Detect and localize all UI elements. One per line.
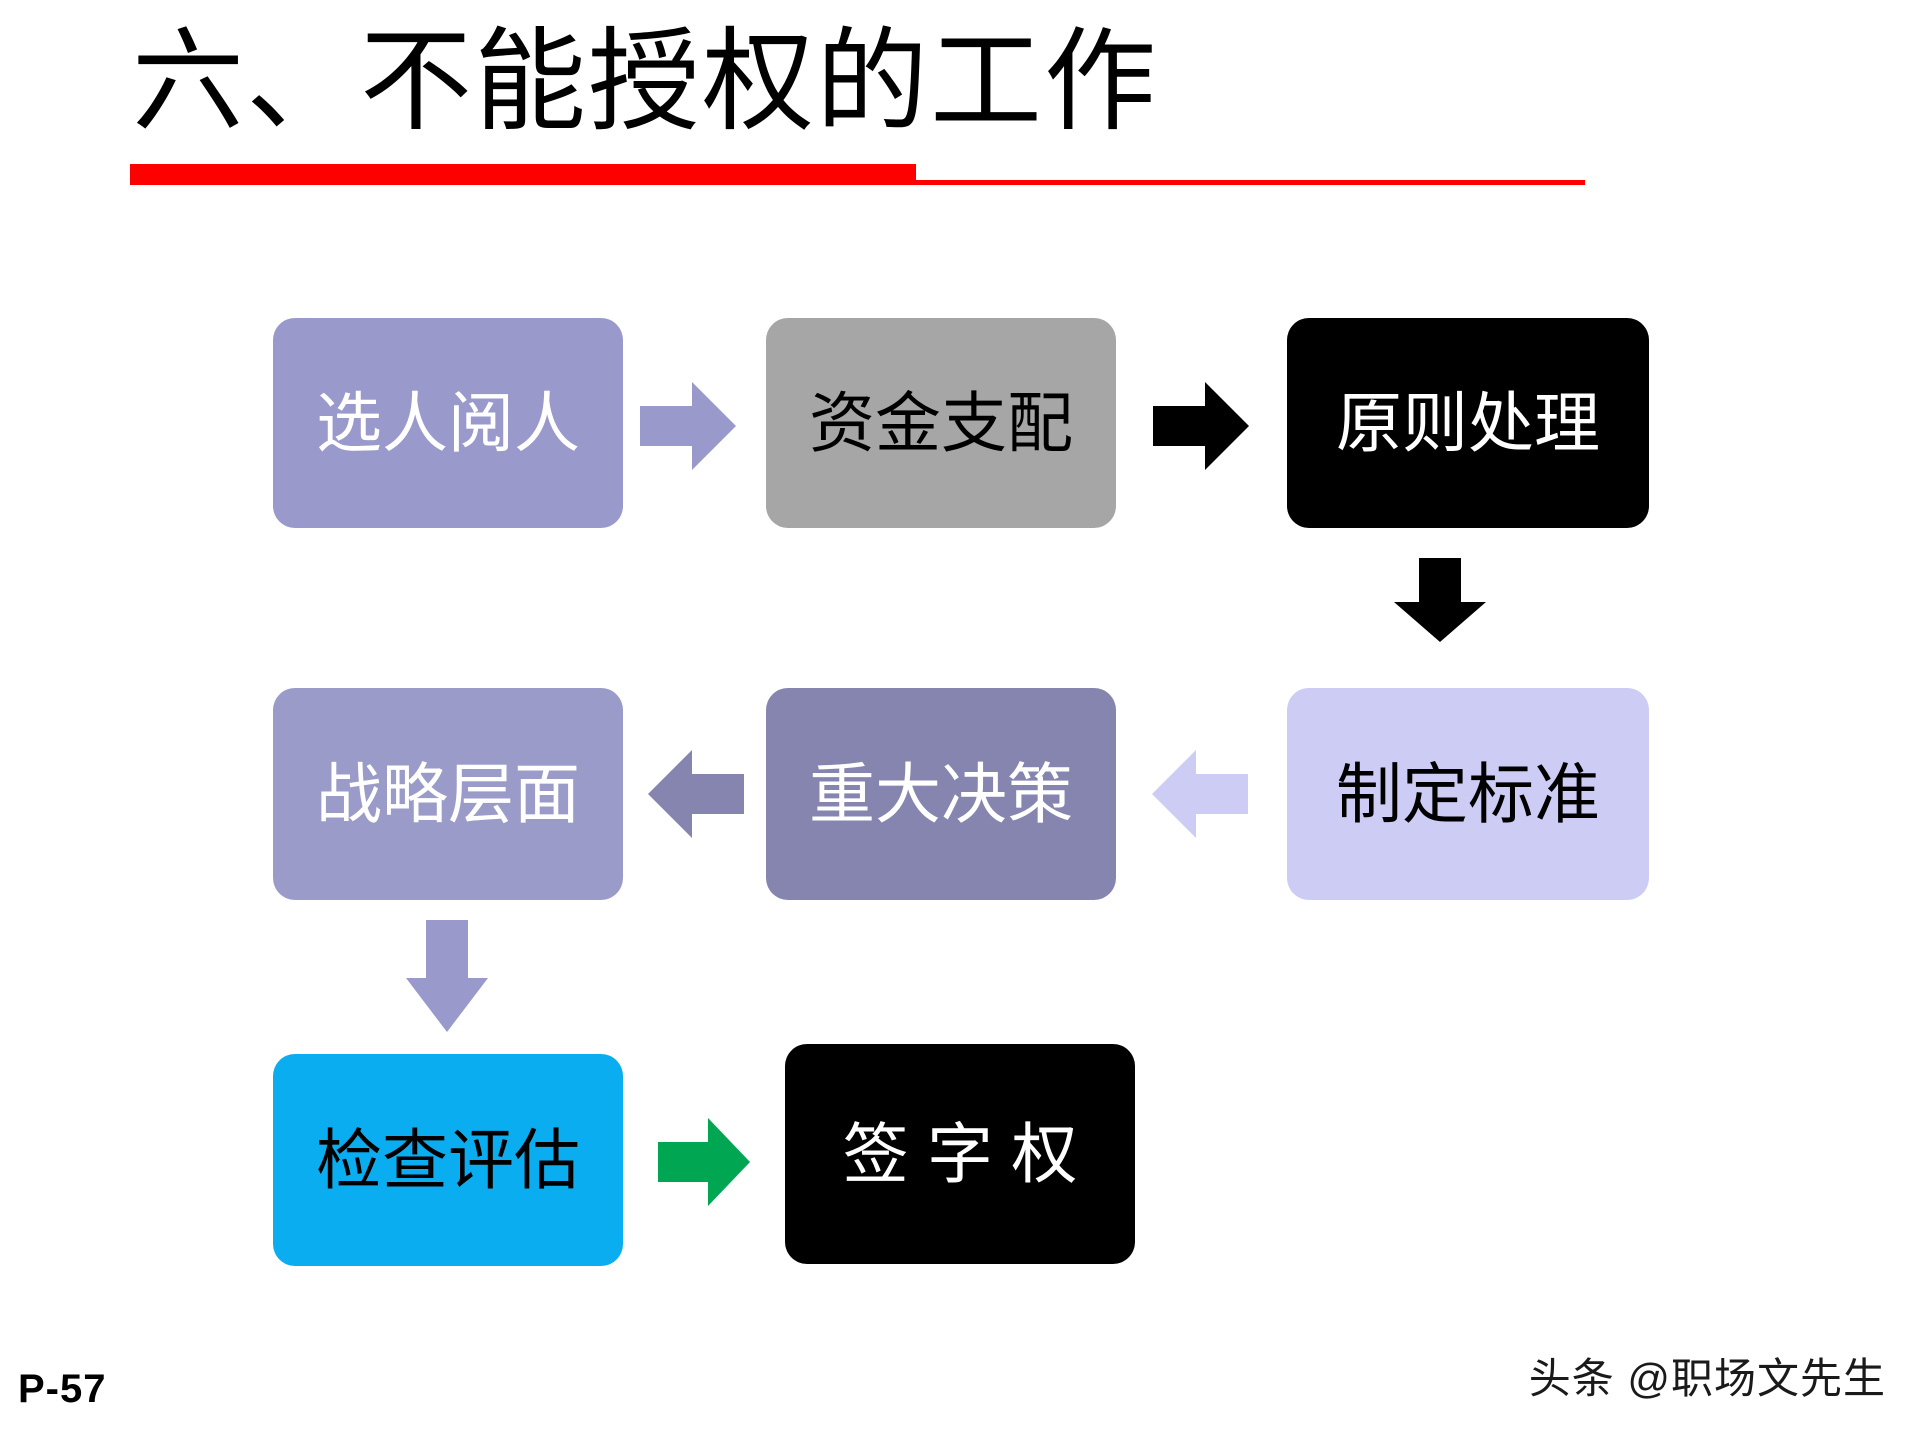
arrow-left-lavender-icon xyxy=(1152,750,1248,838)
arrow-right-black-icon xyxy=(1153,382,1249,470)
arrow-down-black-icon xyxy=(1394,558,1486,642)
flow-node-label: 制定标准 xyxy=(1336,757,1600,831)
flow-node-signature-authority[interactable]: 签 字 权 xyxy=(785,1044,1135,1264)
flow-node-principle[interactable]: 原则处理 xyxy=(1287,318,1649,528)
page-title: 六、不能授权的工作 xyxy=(132,19,1158,144)
flow-node-label: 选人阅人 xyxy=(316,386,580,460)
title-underline-thick xyxy=(130,164,916,185)
watermark: 头条 @职场文先生 xyxy=(1528,1355,1886,1402)
flow-node-label: 战略层面 xyxy=(316,757,580,831)
flow-node-label: 重大决策 xyxy=(809,757,1073,831)
flow-node-major-decision[interactable]: 重大决策 xyxy=(766,688,1116,900)
arrow-down-purple-icon xyxy=(406,920,488,1032)
flow-node-label: 签 字 权 xyxy=(842,1117,1078,1191)
page-number: P-57 xyxy=(18,1367,107,1411)
arrow-right-purple-icon xyxy=(640,382,736,470)
flow-node-selection[interactable]: 选人阅人 xyxy=(273,318,623,528)
flow-node-funding[interactable]: 资金支配 xyxy=(766,318,1116,528)
flow-node-label: 资金支配 xyxy=(809,386,1073,460)
flow-node-label: 原则处理 xyxy=(1336,386,1600,460)
flow-node-strategy[interactable]: 战略层面 xyxy=(273,688,623,900)
flow-node-inspection[interactable]: 检查评估 xyxy=(273,1054,623,1266)
arrow-right-green-icon xyxy=(658,1118,750,1206)
arrow-left-darkpurple-icon xyxy=(648,750,744,838)
flow-node-standards[interactable]: 制定标准 xyxy=(1287,688,1649,900)
flow-node-label: 检查评估 xyxy=(316,1123,580,1197)
